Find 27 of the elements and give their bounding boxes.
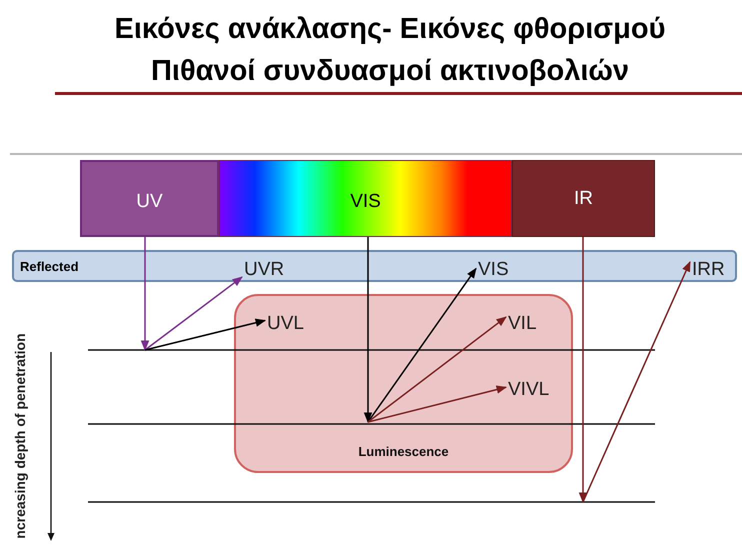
slide-title: Εικόνες ανάκλασης- Εικόνες φθορισμού Πιθανοί συνδυασμοί ακτινοβολιών: [114, 12, 666, 89]
ir-band-box: [512, 160, 655, 237]
band-title: Reflected: [19, 258, 79, 274]
arrow: [364, 237, 372, 424]
visible-spectrum-box: [219, 160, 512, 237]
band-label: UV: [136, 190, 163, 212]
band-label: VIS: [350, 190, 381, 212]
luminescence-box: [234, 294, 573, 473]
radiation-text: IRR: [692, 259, 725, 281]
arrow: [578, 237, 588, 504]
radiation-text: VIL: [508, 313, 537, 335]
arrow: [140, 237, 150, 352]
radiation-text: UVR: [244, 259, 284, 281]
arrow: [144, 276, 243, 351]
arrow: [144, 318, 266, 351]
axis-label: ncreasing depth of penetration: [11, 332, 29, 541]
uv-band-box: [80, 160, 219, 237]
radiation-text: VIVL: [508, 379, 550, 401]
box-title: Luminescence: [358, 444, 449, 461]
radiation-text: UVL: [267, 313, 304, 335]
arrow: [368, 386, 508, 423]
band-label: IR: [574, 188, 593, 210]
arrow: [582, 261, 691, 502]
reflected-band: [12, 250, 737, 282]
arrow: [367, 268, 477, 422]
radiation-text: VIS: [478, 259, 509, 281]
arrow: [368, 316, 507, 423]
